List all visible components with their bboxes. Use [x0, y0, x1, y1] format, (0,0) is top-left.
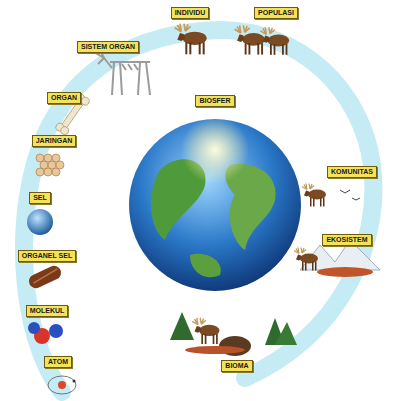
organelle-icon	[27, 263, 64, 290]
label-text: ATOM	[48, 358, 68, 366]
label-text: INDIVIDU	[175, 9, 206, 17]
label-text: POPULASI	[258, 9, 294, 17]
molecule-icon	[28, 322, 63, 344]
globe	[129, 116, 301, 291]
level-label: MOLEKUL	[26, 305, 69, 317]
community-moose	[302, 184, 326, 207]
label-text: EKOSISTEM	[326, 236, 367, 244]
level-label: JARINGAN	[32, 135, 77, 147]
label-text: JARINGAN	[36, 137, 73, 145]
community-birds	[340, 190, 360, 200]
biome-scene	[170, 312, 297, 356]
level-label: ATOM	[44, 356, 72, 368]
label-text: MOLEKUL	[30, 307, 65, 315]
individual-moose	[175, 24, 207, 55]
level-label: SEL	[29, 192, 51, 204]
tissue-icon	[36, 154, 64, 176]
level-label: POPULASI	[254, 7, 298, 19]
level-label: SISTEM ORGAN	[77, 41, 139, 53]
spiral-band	[24, 30, 373, 392]
level-label: ORGAN	[47, 92, 81, 104]
label-text: SISTEM ORGAN	[81, 43, 135, 51]
atom-icon	[48, 376, 76, 394]
label-text: SEL	[33, 194, 47, 202]
population-moose	[260, 27, 289, 55]
population-moose	[235, 25, 265, 54]
label-text: BIOSFER	[199, 97, 230, 105]
level-label: ORGANEL SEL	[18, 250, 76, 262]
label-text: ORGANEL SEL	[22, 252, 72, 260]
level-label: KOMUNITAS	[327, 166, 377, 178]
label-text: ORGAN	[51, 94, 77, 102]
ecosystem-moose	[294, 248, 318, 271]
biome-moose	[192, 318, 219, 344]
level-label: INDIVIDU	[171, 7, 210, 19]
level-label: EKOSISTEM	[322, 234, 371, 246]
level-label: BIOMA	[221, 360, 252, 372]
label-text: KOMUNITAS	[331, 168, 373, 176]
cell-icon	[27, 209, 53, 235]
skeleton-icon	[94, 46, 150, 95]
label-text: BIOMA	[225, 362, 248, 370]
level-label: BIOSFER	[195, 95, 234, 107]
